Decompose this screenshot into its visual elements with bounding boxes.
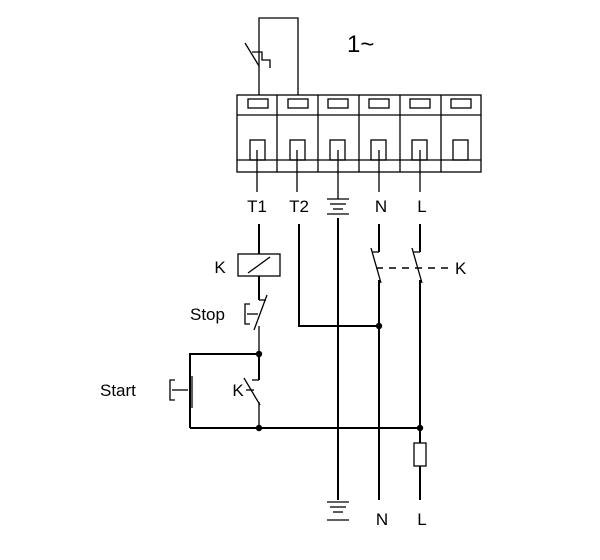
start-label: Start	[100, 381, 136, 400]
terminal-n-label: N	[375, 197, 387, 216]
start-branch-wire	[189, 353, 259, 428]
bottom-l-label: L	[417, 510, 426, 529]
stop-label: Stop	[190, 305, 225, 324]
bottom-n-label: N	[376, 510, 388, 529]
terminal-t1-label: T1	[247, 197, 267, 216]
junction-l	[416, 424, 424, 432]
start-button-contact	[169, 376, 193, 408]
main-contact-l	[411, 247, 423, 284]
fuse	[413, 442, 427, 467]
earth-symbol-top	[327, 192, 349, 215]
hold-contact	[243, 377, 261, 428]
stop-button-contact	[244, 294, 268, 354]
terminal-block	[236, 94, 482, 192]
main-contact-n	[370, 247, 382, 284]
terminal-l-label: L	[417, 197, 426, 216]
contactor-main-label: K	[455, 259, 467, 278]
terminal-t2-label: T2	[289, 197, 309, 216]
junction-start-bottom	[255, 424, 263, 432]
float-switch-symbol	[244, 17, 299, 95]
coil-label: K	[214, 258, 226, 277]
supply-label: 1~	[347, 31, 374, 58]
coil-diagonal	[247, 256, 271, 274]
earth-symbol-bottom	[327, 501, 349, 521]
junction-start-hold	[255, 350, 263, 358]
hold-contact-label: K	[232, 381, 244, 400]
wire-t2-to-n	[298, 224, 379, 327]
